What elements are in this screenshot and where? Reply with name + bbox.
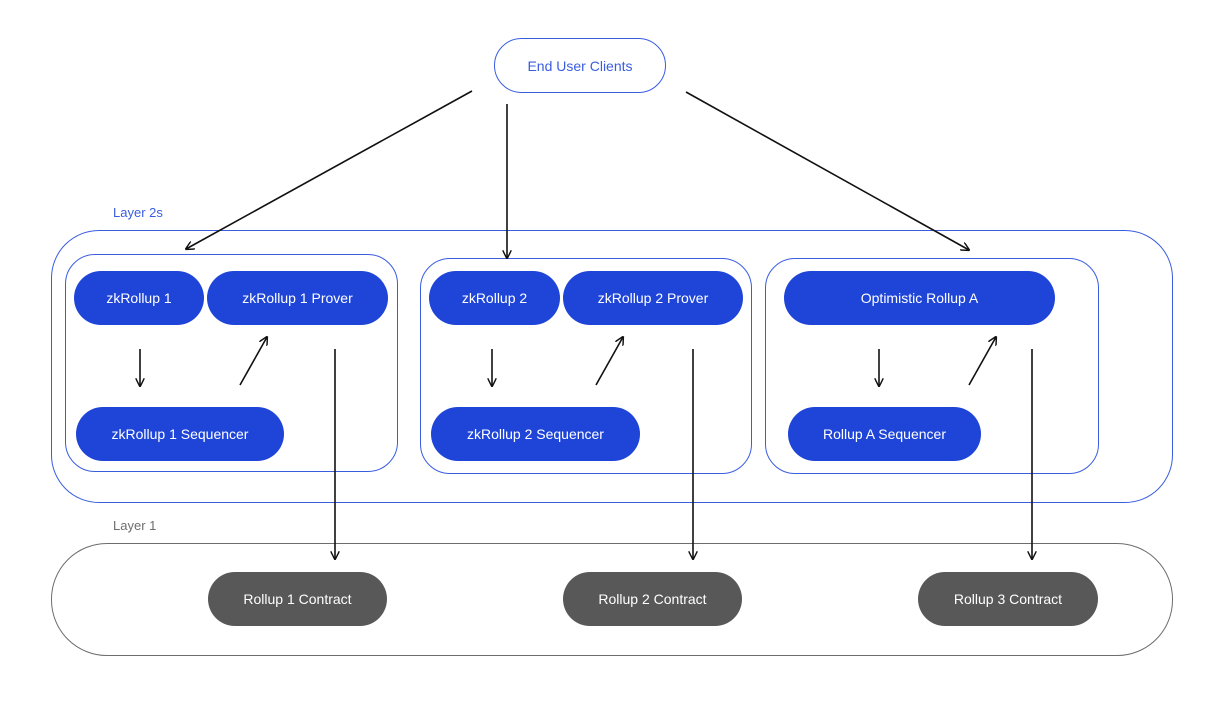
zkrollup1-prover-node[interactable]: zkRollup 1 Prover	[207, 271, 388, 325]
zkrollup1-group	[65, 254, 398, 472]
rollup1-contract-node[interactable]: Rollup 1 Contract	[208, 572, 387, 626]
arrow-clients-to-zkrollup1	[186, 90, 473, 249]
rollup3-contract-node[interactable]: Rollup 3 Contract	[918, 572, 1098, 626]
layer1-container	[51, 543, 1173, 656]
layer1-label: Layer 1	[113, 518, 157, 533]
zkrollup1-sequencer-node[interactable]: zkRollup 1 Sequencer	[76, 407, 284, 461]
zkrollup2-group	[420, 258, 752, 474]
zkrollup2-node[interactable]: zkRollup 2	[429, 271, 560, 325]
rollup-a-sequencer-node[interactable]: Rollup A Sequencer	[788, 407, 981, 461]
zkrollup2-sequencer-node[interactable]: zkRollup 2 Sequencer	[431, 407, 640, 461]
zkrollup2-prover-node[interactable]: zkRollup 2 Prover	[563, 271, 743, 325]
optimistic-rollup-group	[765, 258, 1099, 474]
optimistic-rollup-a-node[interactable]: Optimistic Rollup A	[784, 271, 1055, 325]
layer2-label: Layer 2s	[113, 205, 163, 220]
rollup2-contract-node[interactable]: Rollup 2 Contract	[563, 572, 742, 626]
layer2-container	[51, 230, 1173, 503]
end-user-clients-node[interactable]: End User Clients	[494, 38, 666, 93]
zkrollup1-node[interactable]: zkRollup 1	[74, 271, 204, 325]
arrow-clients-to-optimistic	[685, 91, 969, 250]
